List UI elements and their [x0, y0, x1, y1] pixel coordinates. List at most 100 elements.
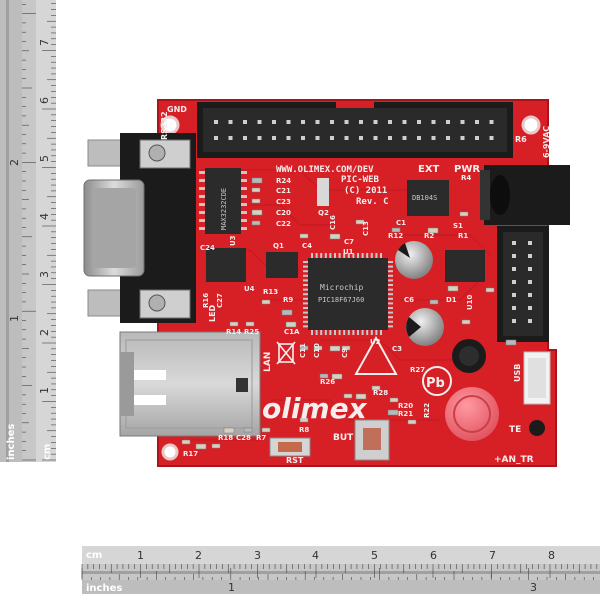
- chip-pin: [375, 253, 378, 258]
- h-cm-5: 5: [371, 549, 378, 562]
- silk-pwr: PWR: [454, 164, 480, 175]
- header-pin: [315, 136, 320, 140]
- db9-serial-connector: [83, 133, 196, 323]
- header-pin: [489, 120, 494, 124]
- header-pin: [528, 241, 532, 245]
- chip-pin: [370, 330, 373, 335]
- header-pin: [528, 293, 532, 297]
- chip-pin: [241, 187, 247, 190]
- header-pin: [446, 120, 450, 124]
- header-pin: [512, 254, 516, 258]
- but-button[interactable]: [354, 419, 390, 461]
- smd-component: [251, 177, 263, 184]
- header-pin: [446, 136, 450, 140]
- smd-component: [391, 227, 401, 233]
- svg-text:C1: C1: [396, 219, 406, 227]
- h-cm-1: 1: [137, 549, 144, 562]
- v-cm-5: 5: [38, 155, 51, 162]
- rst-button[interactable]: [269, 437, 311, 457]
- header-pin: [228, 120, 233, 124]
- header-pin: [512, 267, 516, 271]
- header-pin: [417, 120, 421, 124]
- header-pin: [301, 136, 305, 140]
- smd-components: [181, 177, 517, 450]
- silk-revision: Rev. C: [356, 197, 389, 207]
- svg-text:R27: R27: [410, 366, 425, 374]
- header-pin: [257, 120, 262, 124]
- svg-text:Q2: Q2: [318, 209, 329, 217]
- chip-pin: [388, 302, 393, 305]
- svg-text:R1: R1: [458, 232, 468, 240]
- vertical-ruler: inches cm 1 2 3 4 5 6 7 1 2: [0, 0, 56, 462]
- smd-component: [429, 299, 439, 305]
- header-pin: [388, 136, 392, 140]
- v-in-1: 1: [8, 315, 21, 322]
- vertical-ruler-cm-label: cm: [42, 444, 53, 460]
- horizontal-ruler-cm-label: cm: [86, 550, 102, 561]
- chip-pin: [199, 171, 205, 174]
- svg-text:C28: C28: [236, 434, 251, 442]
- svg-text:R17: R17: [183, 450, 198, 458]
- horizontal-ruler-inches-label: inches: [86, 583, 122, 594]
- h-cm-4: 4: [312, 549, 319, 562]
- h-cm-3: 3: [254, 549, 261, 562]
- svg-text:C10: C10: [313, 343, 321, 358]
- smd-component: [251, 187, 261, 193]
- silk-gnd: GND: [167, 105, 187, 114]
- svg-text:R22: R22: [423, 403, 431, 418]
- chip-pin: [303, 284, 308, 286]
- svg-text:R7: R7: [256, 434, 266, 442]
- v-cm-1: 1: [38, 387, 51, 394]
- smd-component: [243, 427, 253, 433]
- chip-pin: [361, 253, 364, 258]
- header-pin: [257, 136, 262, 140]
- smd-component: [331, 373, 343, 380]
- chip-pin: [388, 270, 393, 273]
- header-pin: [214, 136, 218, 140]
- chip-pin: [324, 330, 327, 335]
- smd-component: [329, 233, 341, 240]
- svg-text:R4: R4: [461, 174, 471, 182]
- header-pin: [475, 136, 479, 140]
- u10-chip: [445, 250, 485, 282]
- chip-pin: [334, 253, 336, 258]
- svg-text:C27: C27: [216, 293, 224, 308]
- capacitor-c3: [406, 308, 444, 346]
- header-pin: [528, 306, 532, 310]
- power-jack: [480, 165, 570, 225]
- header-pin: [243, 136, 247, 140]
- chip-pin: [303, 297, 308, 300]
- svg-text:R21: R21: [398, 410, 413, 418]
- chip-pin: [303, 325, 308, 328]
- chip-pin: [347, 253, 350, 258]
- usb-connector: [523, 351, 551, 405]
- smd-component: [285, 321, 297, 328]
- icsp-header: [497, 226, 549, 342]
- svg-text:R2: R2: [424, 232, 434, 240]
- chip-pin: [315, 330, 318, 335]
- header-pin: [489, 136, 494, 140]
- chip-pin: [303, 316, 308, 319]
- smd-component: [299, 345, 309, 351]
- temperature-sensor: [529, 420, 545, 436]
- chip-pin: [388, 311, 393, 314]
- svg-text:Q1: Q1: [273, 242, 284, 250]
- svg-text:DB104S: DB104S: [412, 194, 437, 202]
- chip-pin: [199, 227, 205, 230]
- chip-pin: [388, 288, 393, 291]
- header-pin: [373, 120, 378, 124]
- silk-an-tr: +AN_TR: [494, 455, 534, 465]
- smd-component: [389, 397, 399, 403]
- chip-pin: [303, 311, 308, 314]
- svg-text:C13: C13: [362, 221, 370, 236]
- svg-text:R18: R18: [218, 434, 233, 442]
- chip-pin: [388, 316, 393, 319]
- chip-pin: [343, 330, 346, 335]
- svg-text:C3: C3: [392, 345, 402, 353]
- esd-warning-icon: [354, 335, 398, 375]
- smd-component: [407, 419, 417, 425]
- chip-pin: [303, 265, 308, 268]
- chip-pin: [357, 330, 359, 335]
- svg-text:R9: R9: [283, 296, 293, 304]
